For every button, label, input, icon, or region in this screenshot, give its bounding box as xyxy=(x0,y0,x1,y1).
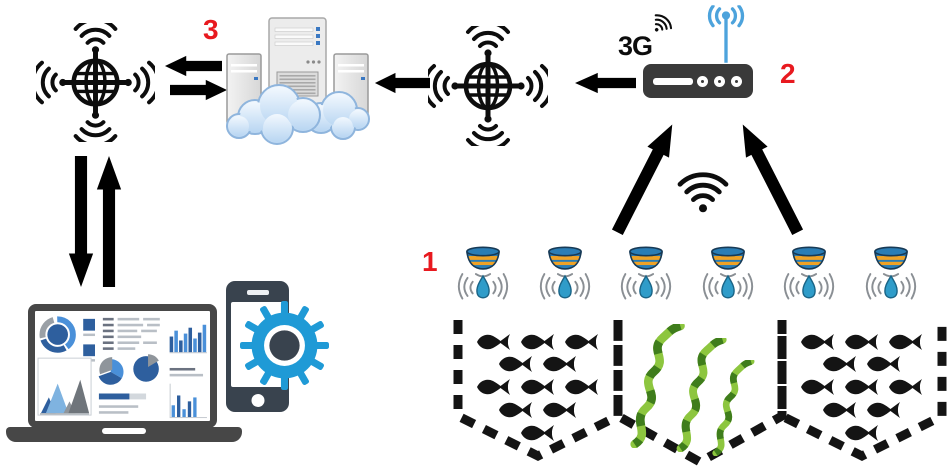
arrow-internet-to-devices xyxy=(68,156,94,288)
fish-icon xyxy=(845,425,878,441)
stage-label-sensors: 1 xyxy=(422,246,438,277)
router-led xyxy=(731,75,742,87)
internet-globe-icon-2 xyxy=(428,26,548,146)
fish-icon xyxy=(543,402,576,418)
water-quality-sensor-icon xyxy=(862,236,920,316)
phone-speaker xyxy=(246,290,269,295)
laptop-notch xyxy=(102,428,146,434)
laptop-base xyxy=(6,427,242,442)
arrow-devices-to-internet xyxy=(96,155,122,287)
water-quality-sensor-icon xyxy=(699,236,757,316)
water-quality-sensor-icon xyxy=(454,236,512,316)
arrow-router-to-internet xyxy=(574,72,636,94)
fish-icon xyxy=(867,356,900,372)
phone-home-button xyxy=(251,393,264,407)
internet-globe-icon xyxy=(36,23,155,142)
tank-outline xyxy=(613,320,787,468)
router-status-bar xyxy=(653,78,693,85)
fish-icon xyxy=(521,425,554,441)
stage-label-cloud: 3 xyxy=(203,14,219,45)
fish-icon xyxy=(823,356,856,372)
fish-icon xyxy=(543,356,576,372)
arrow-sensors-to-router-left xyxy=(606,118,685,239)
fish-icon xyxy=(499,356,532,372)
aquaculture-ponds xyxy=(453,320,947,468)
water-quality-sensor-icon xyxy=(617,236,675,316)
fish-icon xyxy=(867,402,900,418)
3g-router-icon xyxy=(643,64,753,98)
fish-icon xyxy=(521,334,554,350)
seaweed-icon xyxy=(681,340,723,449)
dashboard-screen xyxy=(37,316,207,419)
fish-icon xyxy=(565,379,598,395)
arrow-internet-to-cloud xyxy=(170,79,228,101)
wifi-icon xyxy=(674,168,732,214)
fish-icon xyxy=(889,379,922,395)
laptop-dashboard-icon xyxy=(28,304,217,428)
gear-icon xyxy=(240,301,329,390)
router-led xyxy=(714,75,725,87)
tank-outline xyxy=(777,320,947,462)
cloud-shape xyxy=(226,84,370,145)
stage-label-gateway: 2 xyxy=(780,58,796,89)
arrow-cloud-to-internet xyxy=(164,55,222,77)
fish-icon xyxy=(477,379,510,395)
3g-label: 3G xyxy=(618,31,653,61)
water-quality-sensor-icon xyxy=(536,236,594,316)
fish-tank-content xyxy=(801,334,922,441)
fish-icon xyxy=(889,334,922,350)
fish-icon xyxy=(845,334,878,350)
sensor-row xyxy=(454,236,920,318)
fish-icon xyxy=(499,402,532,418)
antenna-icon xyxy=(700,3,752,65)
fish-icon xyxy=(521,379,554,395)
fish-icon xyxy=(823,402,856,418)
fish-icon xyxy=(565,334,598,350)
fish-icon xyxy=(801,379,834,395)
cloud-servers-icon xyxy=(226,17,370,145)
seaweed-icon xyxy=(635,326,681,444)
fish-tank-content xyxy=(477,334,598,441)
fish-icon xyxy=(801,334,834,350)
water-quality-sensor-icon xyxy=(780,236,838,316)
fish-icon xyxy=(845,379,878,395)
fish-icon xyxy=(477,334,510,350)
arrow-internet-to-cloud-servers xyxy=(374,72,430,94)
router-led xyxy=(697,75,708,87)
arrow-sensors-to-router-right xyxy=(731,118,810,239)
